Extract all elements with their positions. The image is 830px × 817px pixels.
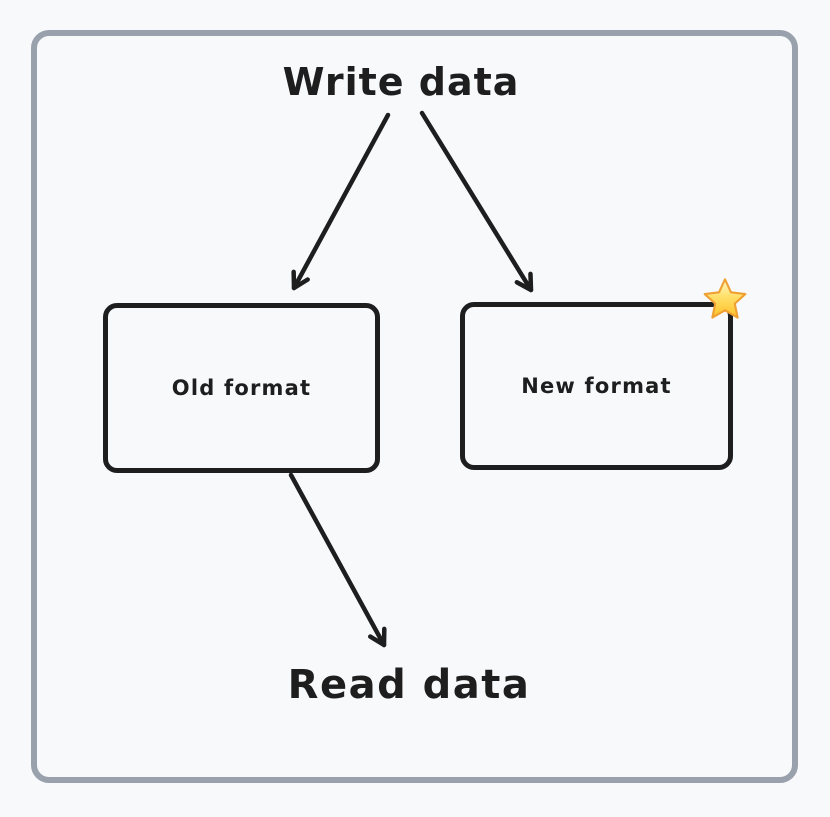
write-data-label: Write data — [282, 60, 520, 104]
read-data-label: Read data — [287, 662, 531, 708]
old-format-node: Old format — [103, 303, 380, 473]
new-format-label: New format — [521, 374, 672, 398]
old-format-label: Old format — [171, 376, 312, 400]
new-format-node: New format — [460, 302, 733, 470]
diagram-frame — [31, 30, 798, 783]
star-icon — [703, 278, 747, 319]
